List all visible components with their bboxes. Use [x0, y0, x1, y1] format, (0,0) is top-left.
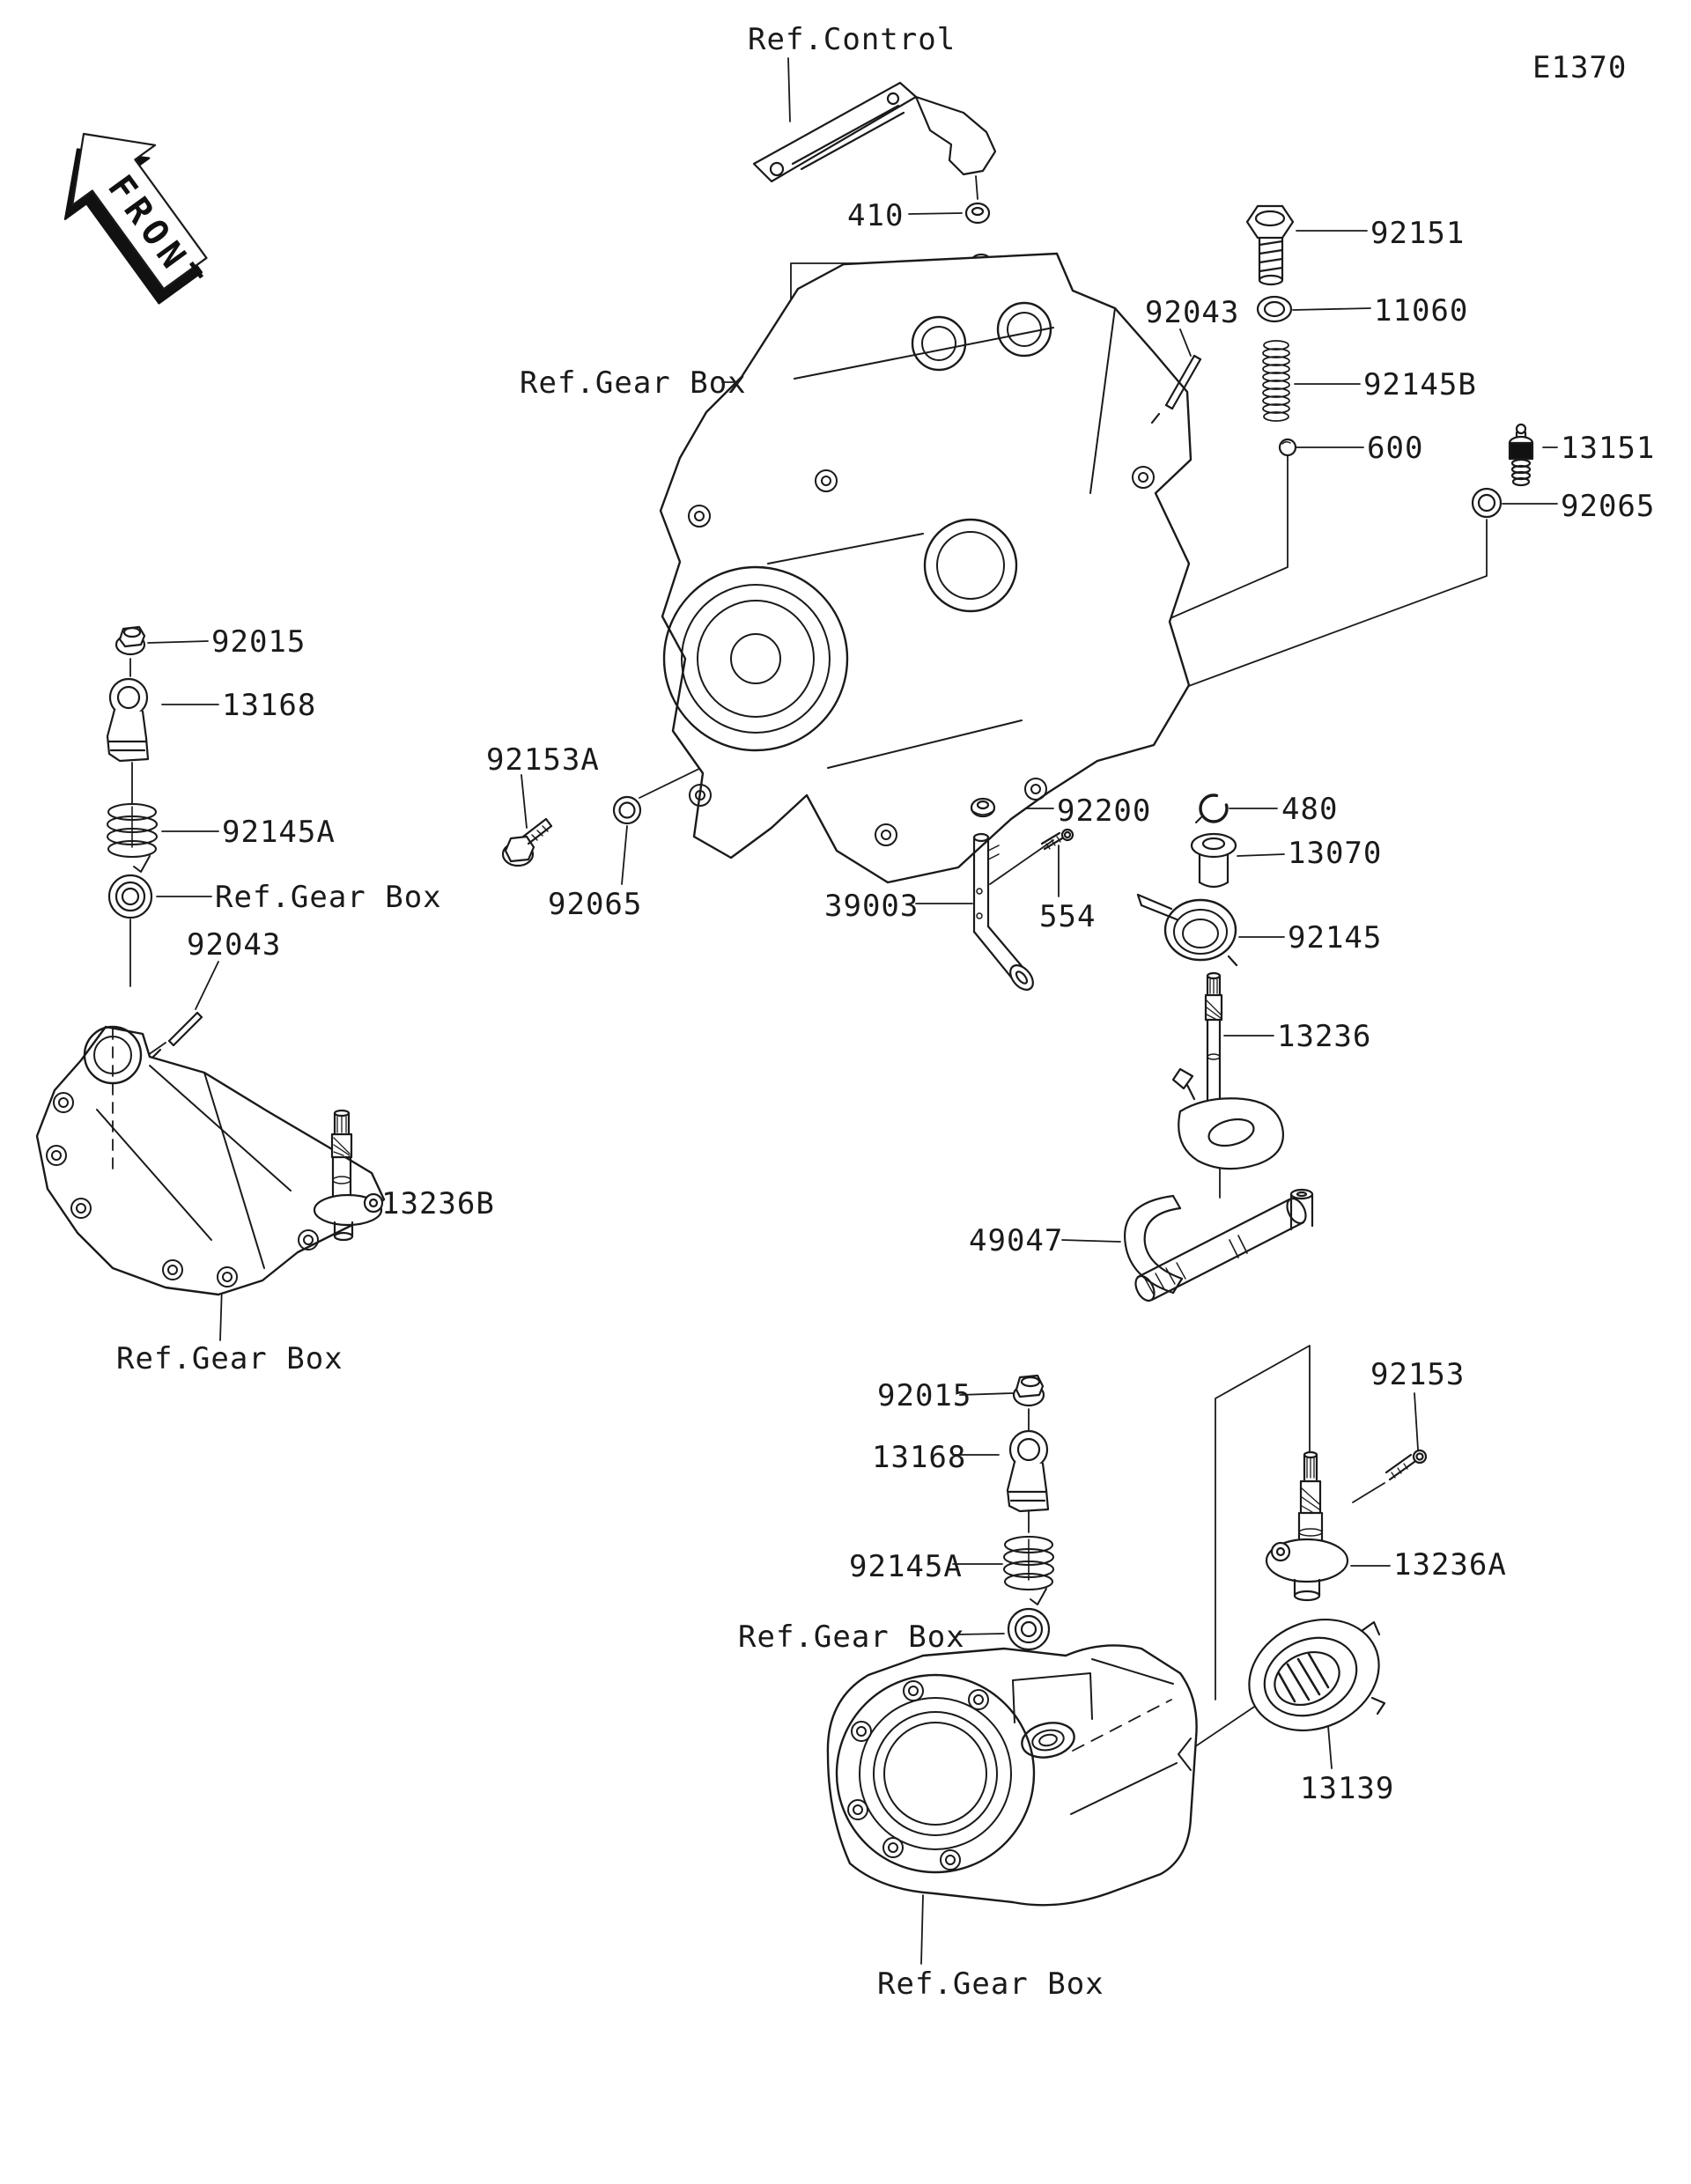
label-part-49047: 49047: [969, 1223, 1064, 1258]
gear-box-housing-top: [659, 252, 1193, 884]
label-ref-gear-box-left: Ref.Gear Box: [215, 880, 442, 915]
pin-92043-top-part: [1150, 354, 1202, 424]
label-part-92151: 92151: [1370, 216, 1466, 251]
shaft-13236A-part: [1265, 1450, 1349, 1602]
washer-11060-part: [1256, 295, 1293, 323]
label-part-92145A-left: 92145A: [222, 815, 336, 850]
label-part-92145B: 92145B: [1363, 367, 1477, 402]
position-plate-part: [1171, 1067, 1284, 1170]
seal-bottom-part: [1007, 1607, 1051, 1651]
spring-92145-part: [1136, 893, 1238, 967]
bolt-92153A-part: [501, 817, 553, 867]
nut-92015-left-part: [114, 625, 146, 656]
snap-ring-480-part: [1195, 793, 1229, 823]
label-part-410: 410: [847, 198, 905, 233]
label-part-92065-mid: 92065: [548, 887, 643, 922]
shaft-13236B-part: [313, 1109, 384, 1242]
label-part-13139: 13139: [1300, 1771, 1395, 1806]
switch-13151-part: [1508, 423, 1534, 487]
label-ref-gear-box-bottom-mid: Ref.Gear Box: [738, 1620, 965, 1655]
label-part-13236: 13236: [1277, 1019, 1372, 1054]
washer-92065-right-part: [1471, 487, 1503, 519]
screw-92153-part: [1385, 1449, 1428, 1481]
nut-92015-bottom-part: [1012, 1374, 1045, 1407]
gear-box-housing-left: [35, 1025, 386, 1296]
label-part-92043-left: 92043: [187, 927, 282, 963]
label-part-13151: 13151: [1561, 431, 1656, 466]
spring-92145B-part: [1262, 340, 1290, 422]
lever-13168-bottom-part: [1006, 1429, 1050, 1513]
seal-left-part: [107, 874, 153, 987]
bolt-92151-part: [1245, 204, 1295, 286]
label-part-600: 600: [1367, 431, 1424, 466]
ball-600-part: [1278, 438, 1297, 457]
washer-92200-part: [970, 797, 996, 818]
label-part-92015-left: 92015: [211, 624, 306, 660]
label-part-480: 480: [1281, 792, 1339, 827]
oring-92065-mid-part: [612, 795, 642, 825]
label-code-e1370: E1370: [1532, 50, 1628, 85]
label-part-92065-right: 92065: [1561, 489, 1656, 524]
control-bracket-part: [752, 81, 997, 183]
pin-92043-left-part: [148, 1011, 203, 1062]
label-part-554: 554: [1039, 899, 1097, 934]
label-part-92153: 92153: [1370, 1357, 1466, 1392]
rod-39003-part: [972, 832, 1034, 991]
label-part-39003: 39003: [824, 889, 919, 924]
nut-410-part: [964, 202, 991, 225]
label-part-13236A: 13236A: [1393, 1547, 1507, 1583]
label-part-92145: 92145: [1288, 920, 1383, 956]
label-part-92043-top: 92043: [1145, 295, 1240, 330]
spring-92145A-bottom-part: [1003, 1536, 1054, 1605]
label-part-13168-left: 13168: [222, 688, 317, 723]
release-collar-13139-part: [1248, 1618, 1386, 1732]
label-part-92153A: 92153A: [486, 742, 600, 778]
screw-554-part: [1040, 828, 1074, 851]
lever-13168-left-part: [106, 658, 150, 804]
label-part-92145A-bottom: 92145A: [849, 1549, 963, 1584]
label-part-13236B: 13236B: [381, 1186, 495, 1221]
label-part-92200: 92200: [1057, 793, 1152, 829]
label-ref-gear-box-left-bottom: Ref.Gear Box: [116, 1341, 343, 1376]
label-part-92015-bottom: 92015: [877, 1378, 972, 1413]
label-ref-control: Ref.Control: [748, 22, 956, 57]
gear-box-housing-bottom: [826, 1644, 1198, 1907]
label-part-13070: 13070: [1288, 836, 1383, 871]
front-arrow-icon: FRONT: [63, 132, 213, 305]
spring-92145A-left-part: [107, 803, 158, 873]
label-part-13168-bottom: 13168: [872, 1440, 967, 1475]
bushing-13070-part: [1190, 832, 1237, 889]
label-ref-gear-box-top: Ref.Gear Box: [520, 365, 747, 401]
label-part-11060: 11060: [1374, 293, 1469, 328]
label-ref-gear-box-bottom: Ref.Gear Box: [877, 1966, 1104, 2002]
shift-fork-49047-part: [1124, 1188, 1314, 1302]
